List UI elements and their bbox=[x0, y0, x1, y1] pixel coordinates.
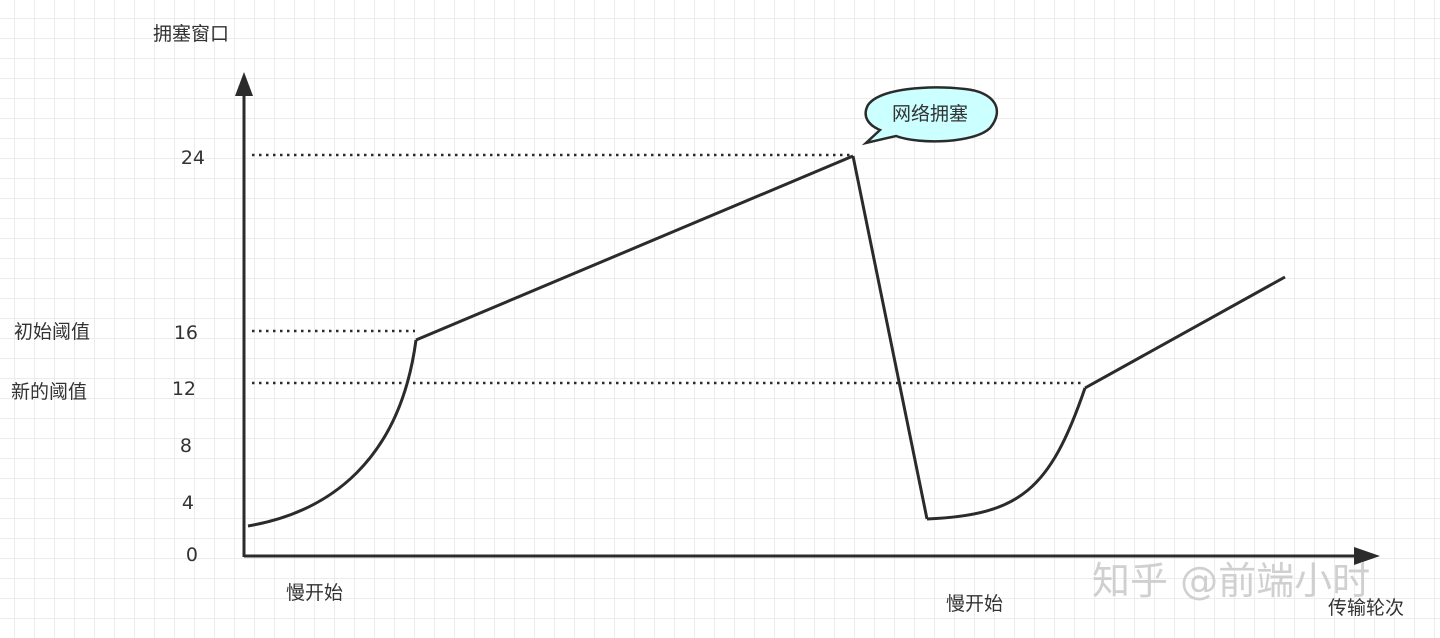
congestion-drop-line bbox=[851, 155, 929, 520]
y-axis-title: 拥塞窗口 bbox=[153, 23, 229, 45]
y-tick-0: 0 bbox=[186, 544, 198, 566]
slow-start-curve-1 bbox=[247, 339, 418, 528]
slow-start-curve-2 bbox=[926, 387, 1087, 521]
initial-threshold-label: 初始阈值 bbox=[14, 321, 90, 343]
x-axis-arrowhead bbox=[1354, 547, 1380, 565]
network-congestion-callout-bubble bbox=[861, 86, 999, 146]
y-axis-arrowhead bbox=[235, 72, 253, 96]
network-congestion-callout-text: 网络拥塞 bbox=[892, 103, 968, 125]
y-tick-24: 24 bbox=[181, 147, 205, 169]
y-tick-12: 12 bbox=[172, 378, 196, 400]
slow-start-label-1: 慢开始 bbox=[286, 582, 343, 604]
slow-start-label-2: 慢开始 bbox=[946, 593, 1003, 615]
x-axis-title: 传输轮次 bbox=[1328, 597, 1404, 619]
y-tick-8: 8 bbox=[180, 435, 192, 457]
congestion-avoidance-line-1 bbox=[415, 154, 854, 342]
y-tick-4: 4 bbox=[182, 492, 194, 514]
new-threshold-label: 新的阈值 bbox=[11, 381, 87, 403]
congestion-avoidance-line-2 bbox=[1084, 275, 1286, 390]
zhihu-watermark: 知乎 @前端小时 bbox=[1092, 559, 1370, 603]
y-tick-16: 16 bbox=[174, 322, 198, 344]
